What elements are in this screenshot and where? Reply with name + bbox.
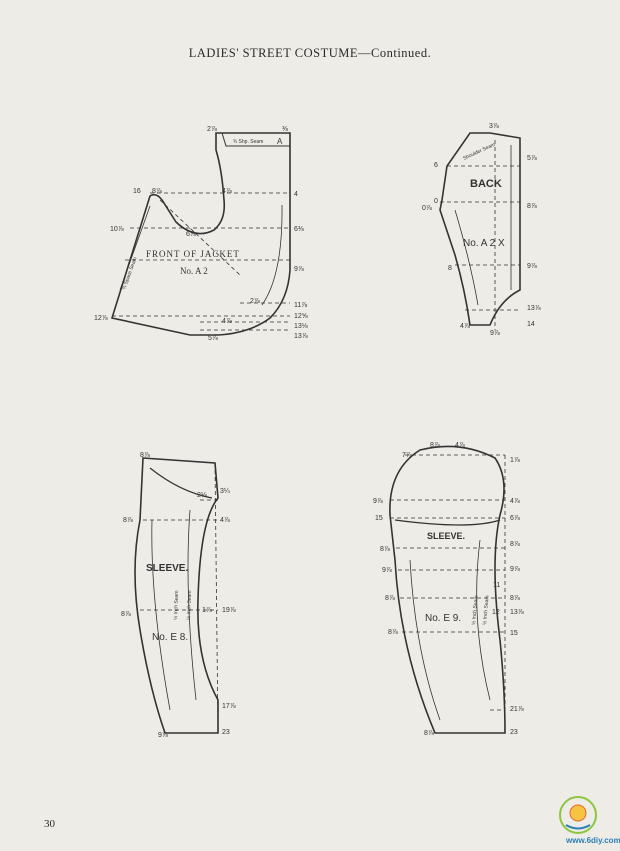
back-label-b1: 4⅞ (460, 323, 470, 330)
sleeve-e8-labels: 8⅞ 2⅛ 3¼ 4⅞ 1⅞ 19⅞ 17⅞ 23 8⅞ 8⅞ 9⅞ SLEEV… (121, 452, 236, 739)
sleeve1-number: No. E 8. (152, 632, 188, 643)
sleeve1-label-r4: 1⅞ (202, 607, 212, 614)
sleeve-e9-labels: 8⅞ 4⅞ 7⅞ 9⅞ 15 8⅞ 9⅞ 8⅞ 8⅞ 1⅞ 4⅞ 6⅞ 8⅞ 9… (373, 442, 524, 737)
sleeve2-label-l2: 15 (375, 515, 383, 522)
sleeve2-label-r12: 23 (510, 729, 518, 736)
sleeve2-label-r5: 9⅞ (510, 566, 520, 573)
front-label-m2: 2⅞ (250, 298, 260, 305)
front-label-m1: 6⅞ (186, 231, 196, 238)
back-label-r2: 8⅞ (527, 203, 537, 210)
sleeve2-label-r4: 8⅞ (510, 541, 520, 548)
sleeve2-label-r7: 8⅞ (510, 595, 520, 602)
sleeve2-label-tl: 7⅞ (402, 452, 412, 459)
sleeve2-label-r1: 1⅞ (510, 457, 520, 464)
front-label-m3: 4⅞ (222, 318, 232, 325)
front-label-l3: 4⅞ (222, 188, 232, 195)
front-label-r5: 12⅝ (294, 313, 308, 320)
front-label-r4: 11⅞ (294, 302, 307, 309)
sleeve2-label-r11: 21⅞ (510, 706, 524, 713)
front-label-r2: 6⅜ (294, 226, 304, 233)
sleeve2-label-r2: 4⅞ (510, 498, 520, 505)
front-label-corner: A (277, 137, 283, 146)
front-label-b1: 5⅞ (208, 335, 218, 342)
back-label-b2: 9⅞ (490, 330, 500, 337)
sleeve2-label-top-a: 8⅞ (430, 442, 440, 449)
sleeve2-label-l4: 9⅞ (382, 567, 392, 574)
sleeve2-number: No. E 9. (425, 613, 461, 624)
sleeve2-label-l6: 8⅞ (388, 629, 398, 636)
back-label-r1: 5⅞ (527, 155, 537, 162)
sleeve1-label-l1: 8⅞ (123, 517, 133, 524)
front-label-l1: 16 (133, 188, 141, 195)
front-title: FRONT OF JACKET (146, 249, 240, 259)
front-label-top-b: ⅜ (282, 126, 288, 133)
front-number: No. A 2 (180, 266, 208, 276)
sleeve2-label-r3: 6⅞ (510, 515, 520, 522)
back-label-r4: 13⅞ (527, 305, 541, 312)
sleeve2-label-r8: 12 (492, 609, 500, 616)
back-label-l1: 6 (434, 162, 438, 169)
sleeve1-seam-a: ½ Inch Seam (172, 590, 180, 620)
sleeve1-label-top: 8⅞ (140, 452, 150, 459)
back-label-r3: 9⅞ (527, 263, 537, 270)
front-label-l2: 8⅞ (152, 188, 162, 195)
watermark-text: www.6diy.com (566, 836, 620, 845)
back-label-top: 3⅞ (489, 123, 499, 130)
back-label-l2: 0 (434, 198, 438, 205)
sleeve1-label-r1: 2⅛ (197, 492, 207, 499)
sleeve2-label-bottom: 8⅞ (424, 730, 434, 737)
back-label-l3: 0⅞ (422, 205, 432, 212)
sleeve1-label-l2: 8⅞ (121, 611, 131, 618)
sleeve1-label-r3: 4⅞ (220, 517, 230, 524)
sleeve2-label-l3: 8⅞ (380, 546, 390, 553)
sleeve1-label-bottom: 9⅞ (158, 732, 168, 739)
sleeve1-label-r6: 17⅞ (222, 703, 236, 710)
sleeve-e8-pattern (134, 457, 219, 734)
page-title: LADIES' STREET COSTUME—Continued. (188, 46, 432, 60)
back-pattern (439, 132, 521, 330)
sleeve1-label-r2: 3¼ (220, 488, 230, 495)
sleeve1-title: SLEEVE. (146, 563, 188, 574)
sleeve1-label-r7: 23 (222, 729, 230, 736)
back-label-r5: 14 (527, 321, 535, 328)
watermark-logo (559, 796, 597, 834)
front-label-r1: 4 (294, 191, 298, 198)
front-label-r6: 13⅛ (294, 323, 308, 330)
front-label-l5: 12⅞ (94, 315, 108, 322)
sleeve2-seam-a: ½ Inch Seam (470, 595, 480, 625)
front-label-r3: 9⅞ (294, 266, 304, 273)
sleeve1-label-r5: 19⅞ (222, 607, 236, 614)
sleeve2-label-l1: 9⅞ (373, 498, 383, 505)
back-seam: Shoulder Seam (462, 142, 496, 162)
sleeve2-label-r10: 15 (510, 630, 518, 637)
front-of-jacket-pattern (110, 132, 291, 336)
sleeve-e9-pattern (389, 445, 506, 734)
front-label-top-a: 2⅞ (207, 126, 217, 133)
back-number: No. A 2 X (463, 238, 505, 249)
sleeve2-label-r6: 11 (493, 582, 500, 589)
front-seam-right: ¾ Shp. Seam (233, 139, 263, 145)
sleeve2-label-top-b: 4⅞ (455, 442, 465, 449)
page-number: 30 (44, 818, 55, 830)
front-label-r7: 13⅞ (294, 333, 308, 340)
sleeve1-seam-b: ½ Inch Seam (185, 590, 193, 620)
front-label-l4: 10⅞ (110, 226, 124, 233)
sleeve2-seam-b: ½ Inch Seam (481, 595, 491, 625)
sleeve2-label-r9: 13⅞ (510, 609, 524, 616)
sleeve2-title: SLEEVE. (427, 531, 465, 541)
sleeve2-label-l5: 8⅞ (385, 595, 395, 602)
back-label-l4: 8 (448, 265, 452, 272)
back-title: BACK (470, 178, 502, 190)
back-labels: 3⅞ 6 0 0⅞ 8 4⅞ 9⅞ 5⅞ 8⅞ 9⅞ 13⅞ 14 BACK N… (422, 123, 541, 337)
